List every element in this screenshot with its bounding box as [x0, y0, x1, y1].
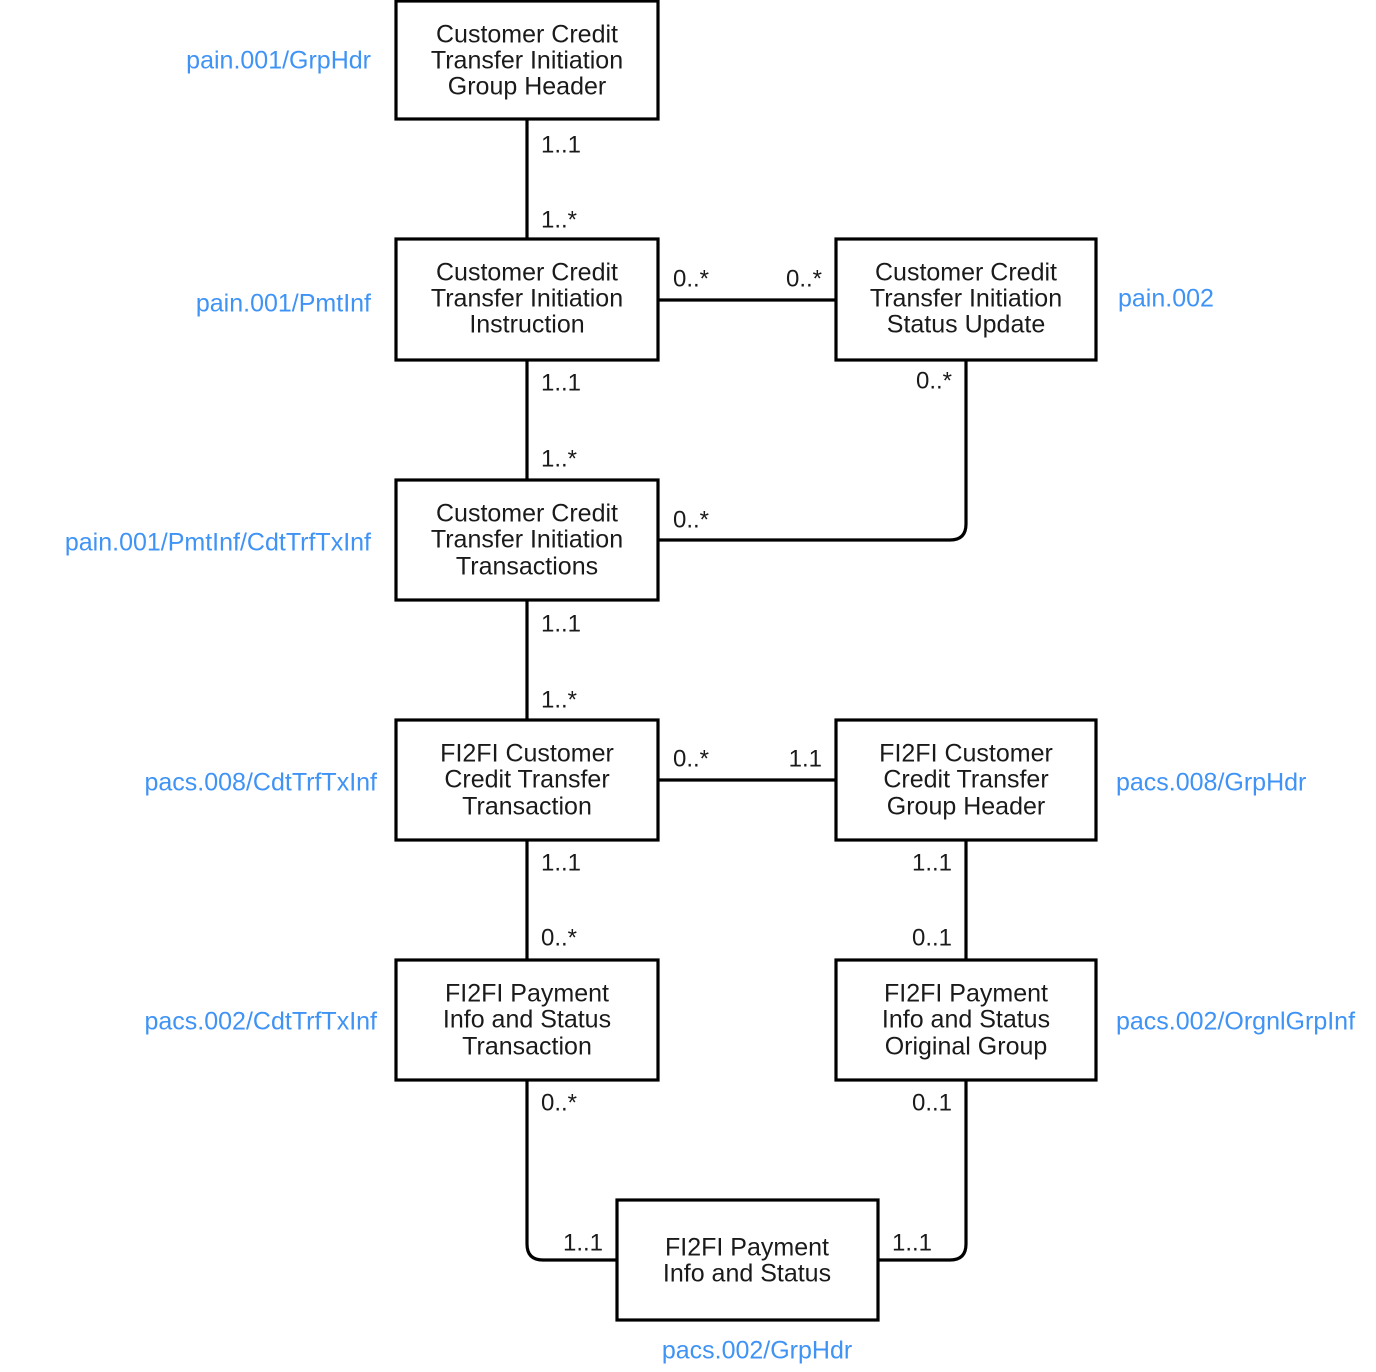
entity-title-line: FI2FI Payment: [665, 1234, 829, 1262]
entity-title-line: Transactions: [456, 553, 598, 581]
entity-title-line: FI2FI Customer: [879, 740, 1053, 768]
entity-box[interactable]: [394, 0, 660, 121]
entity-box[interactable]: [394, 958, 660, 1082]
connector-pacs002txn-to-pacs002grphdr: [525, 1080, 617, 1262]
entity-fi2fi-customer-credit-transfer-group-header[interactable]: FI2FI Customer Credit Transfer Group Hea…: [834, 718, 1098, 842]
entity-title-line: Customer Credit: [436, 21, 618, 49]
entity-box[interactable]: [394, 718, 660, 842]
cardinality-label: 1..1: [541, 610, 581, 637]
entity-customer-credit-transfer-initiation-instruction[interactable]: Customer Credit Transfer Initiation Inst…: [394, 237, 660, 362]
cardinality-label: 0..*: [673, 506, 709, 533]
connector-layer: [525, 119, 968, 1262]
entity-title-line: Info and Status: [443, 1006, 611, 1034]
entity-title-line: Info and Status: [882, 1006, 1050, 1034]
cardinality-label: 0..*: [541, 1089, 577, 1116]
entity-title-line: Transfer Initiation: [431, 47, 623, 75]
cardinality-layer: 1..1 1..* 0..* 0..* 1..1 1..* 0..* 0..* …: [541, 131, 952, 1256]
entity-box[interactable]: [834, 237, 1098, 362]
entity-customer-credit-transfer-initiation-transactions[interactable]: Customer Credit Transfer Initiation Tran…: [394, 478, 660, 602]
entity-title-line: Instruction: [469, 311, 584, 339]
xpath-label-pacs002-orgnlgrpinf: pacs.002/OrgnlGrpInf: [1116, 1008, 1355, 1036]
cardinality-label: 1..1: [541, 131, 581, 158]
entity-fi2fi-payment-info-and-status-original-group[interactable]: FI2FI Payment Info and Status Original G…: [834, 958, 1098, 1082]
entity-title-line: Credit Transfer: [444, 766, 609, 794]
entity-fi2fi-payment-info-and-status[interactable]: FI2FI Payment Info and Status: [615, 1198, 880, 1322]
entity-title-line: Customer Credit: [875, 259, 1057, 287]
cardinality-label: 1..1: [892, 1229, 932, 1256]
cardinality-label: 1..1: [563, 1229, 603, 1256]
entity-title-line: Transaction: [462, 793, 592, 821]
cardinality-label: 0..*: [541, 924, 577, 951]
cardinality-label: 0..*: [786, 265, 822, 292]
xpath-label-pain001-pmtinf: pain.001/PmtInf: [196, 290, 371, 318]
cardinality-label: 0..1: [912, 924, 952, 951]
xpath-label-pacs008-cdttrftxinf: pacs.008/CdtTrfTxInf: [145, 769, 378, 797]
entity-title-line: Credit Transfer: [883, 766, 1048, 794]
xpath-label-pacs008-grphdr: pacs.008/GrpHdr: [1116, 769, 1306, 797]
cardinality-label: 0..*: [673, 265, 709, 292]
entity-title-line: Group Header: [448, 73, 606, 101]
cardinality-label: 0..1: [912, 1089, 952, 1116]
entity-box[interactable]: [834, 718, 1098, 842]
entity-title-line: Transfer Initiation: [431, 526, 623, 554]
entity-title-line: Transaction: [462, 1033, 592, 1061]
entity-customer-credit-transfer-initiation-status-update[interactable]: Customer Credit Transfer Initiation Stat…: [834, 237, 1098, 362]
entity-title-line: FI2FI Payment: [884, 980, 1048, 1008]
cardinality-label: 1.1: [789, 745, 822, 772]
cardinality-label: 1..1: [541, 849, 581, 876]
entity-box[interactable]: [615, 1198, 880, 1322]
entity-title-line: Transfer Initiation: [431, 285, 623, 313]
connector-pacs002orgnlgrpinf-to-pacs002grphdr: [878, 1080, 968, 1262]
xpath-label-pain001-grphdr: pain.001/GrpHdr: [186, 47, 371, 75]
entity-title-line: Info and Status: [663, 1260, 831, 1288]
xpath-label-pain002: pain.002: [1118, 285, 1214, 313]
entity-fi2fi-customer-credit-transfer-transaction[interactable]: FI2FI Customer Credit Transfer Transacti…: [394, 718, 660, 842]
entity-title-line: FI2FI Customer: [440, 740, 614, 768]
cardinality-label: 1..1: [541, 369, 581, 396]
entity-title-line: Customer Credit: [436, 500, 618, 528]
cardinality-label: 1..1: [912, 849, 952, 876]
xpath-label-pain001-cdttrftxinf: pain.001/PmtInf/CdtTrfTxInf: [65, 529, 371, 557]
entity-customer-credit-transfer-initiation-group-header[interactable]: Customer Credit Transfer Initiation Grou…: [394, 0, 660, 121]
cardinality-label: 1..*: [541, 686, 577, 713]
cardinality-label: 0..*: [916, 367, 952, 394]
entity-fi2fi-payment-info-and-status-transaction[interactable]: FI2FI Payment Info and Status Transactio…: [394, 958, 660, 1082]
xpath-label-pacs002-cdttrftxinf: pacs.002/CdtTrfTxInf: [145, 1008, 378, 1036]
entity-title-line: Customer Credit: [436, 259, 618, 287]
entity-title-line: Status Update: [887, 311, 1045, 339]
entity-title-line: Group Header: [887, 793, 1045, 821]
cardinality-label: 1..*: [541, 445, 577, 472]
cardinality-label: 1..*: [541, 206, 577, 233]
cardinality-label: 0..*: [673, 745, 709, 772]
connector-pain002-to-cdttrftxinf: [658, 360, 968, 542]
entity-box[interactable]: [394, 237, 660, 362]
xpath-label-pacs002-grphdr: pacs.002/GrpHdr: [662, 1337, 852, 1365]
entity-title-line: Transfer Initiation: [870, 285, 1062, 313]
entity-title-line: FI2FI Payment: [445, 980, 609, 1008]
entity-title-line: Original Group: [885, 1033, 1048, 1061]
entity-box[interactable]: [394, 478, 660, 602]
entity-box[interactable]: [834, 958, 1098, 1082]
